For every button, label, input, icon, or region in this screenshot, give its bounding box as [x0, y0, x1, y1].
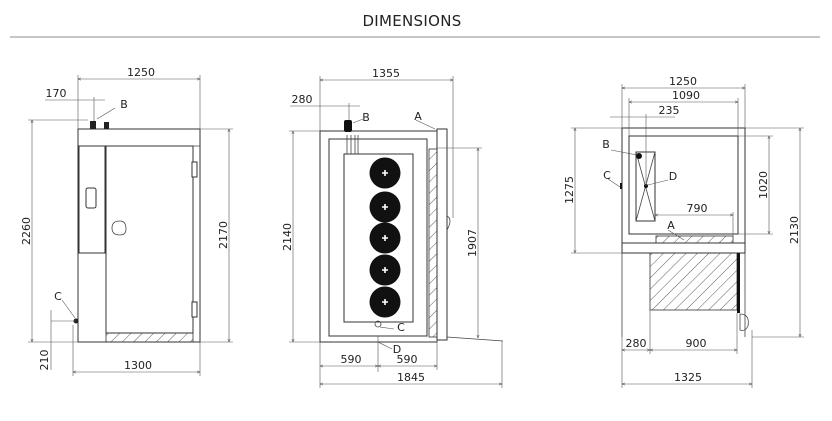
dim-front-width-top: 1250 — [127, 66, 155, 79]
label-b: B — [120, 98, 128, 111]
dim-top-evap-width: 790 — [687, 202, 708, 215]
dim-top-offset-b: 235 — [659, 104, 680, 117]
dim-side-offset-b: 280 — [292, 93, 313, 106]
fan-hub-icon — [382, 235, 388, 241]
dim-top-door-offset: 280 — [626, 337, 647, 350]
connection-c-icon — [374, 320, 382, 328]
dim-side-door-height: 1907 — [466, 229, 479, 257]
label-a: A — [414, 110, 422, 123]
dim-front-height-c: 210 — [38, 350, 51, 371]
dim-top-width-inner: 1090 — [672, 89, 700, 102]
fan-hub-icon — [382, 170, 388, 176]
dim-top-depth-total: 2130 — [788, 216, 801, 244]
threshold — [105, 332, 194, 343]
door-handle-icon — [446, 215, 451, 231]
label-d: D — [393, 343, 401, 356]
dim-top-depth-upper: 1275 — [563, 176, 576, 204]
door-swing-area — [649, 252, 738, 311]
label-b: B — [602, 138, 610, 151]
fan-hub-icon — [382, 267, 388, 273]
door-handle-icon — [111, 220, 127, 236]
dim-top-depth-inner: 1020 — [757, 171, 770, 199]
dim-front-height-body: 2170 — [217, 221, 230, 249]
door — [737, 253, 740, 313]
evaporator-zone-a — [655, 235, 734, 244]
fan-hub-icon — [382, 299, 388, 305]
connection-b-icon — [90, 121, 96, 129]
dim-side-width-top: 1355 — [372, 67, 400, 80]
label-a: A — [667, 219, 675, 232]
dim-side-width-total: 1845 — [397, 371, 425, 384]
connection-c-icon — [620, 183, 622, 189]
label-c: C — [54, 290, 62, 303]
label-d: D — [669, 170, 677, 183]
hinge-icon — [191, 301, 198, 318]
top-view: 1250 1090 235 B C D 1275 1020 2130 790 A… — [563, 75, 804, 388]
door — [105, 145, 194, 334]
label-c: C — [603, 169, 611, 182]
label-c: C — [397, 321, 405, 334]
dim-side-height: 2140 — [281, 223, 294, 251]
connection-b-icon — [344, 120, 352, 132]
touchscreen-icon — [85, 187, 97, 209]
dim-front-offset-b: 170 — [46, 87, 67, 100]
door-handle-icon — [739, 313, 749, 331]
fan-hub-icon — [382, 204, 388, 210]
side-view: 1355 280 B A 2140 1907 C D 590 590 1845 — [281, 67, 504, 388]
dim-front-height-total: 2260 — [20, 217, 33, 245]
label-b: B — [362, 111, 370, 124]
front-view: 1250 170 B 2260 2170 C 210 1300 — [20, 66, 233, 376]
door-insulation — [428, 148, 438, 338]
dim-front-width-bottom: 1300 — [124, 359, 152, 372]
page-title: DIMENSIONS — [362, 12, 461, 30]
dim-top-door-width: 900 — [686, 337, 707, 350]
dim-side-right-offset: 590 — [397, 353, 418, 366]
door — [436, 128, 448, 341]
dim-top-width-outer: 1250 — [669, 75, 697, 88]
connection-b-icon — [636, 153, 642, 159]
dim-top-width-total: 1325 — [674, 371, 702, 384]
hinge-icon — [191, 161, 198, 178]
dim-side-left-offset: 590 — [341, 353, 362, 366]
